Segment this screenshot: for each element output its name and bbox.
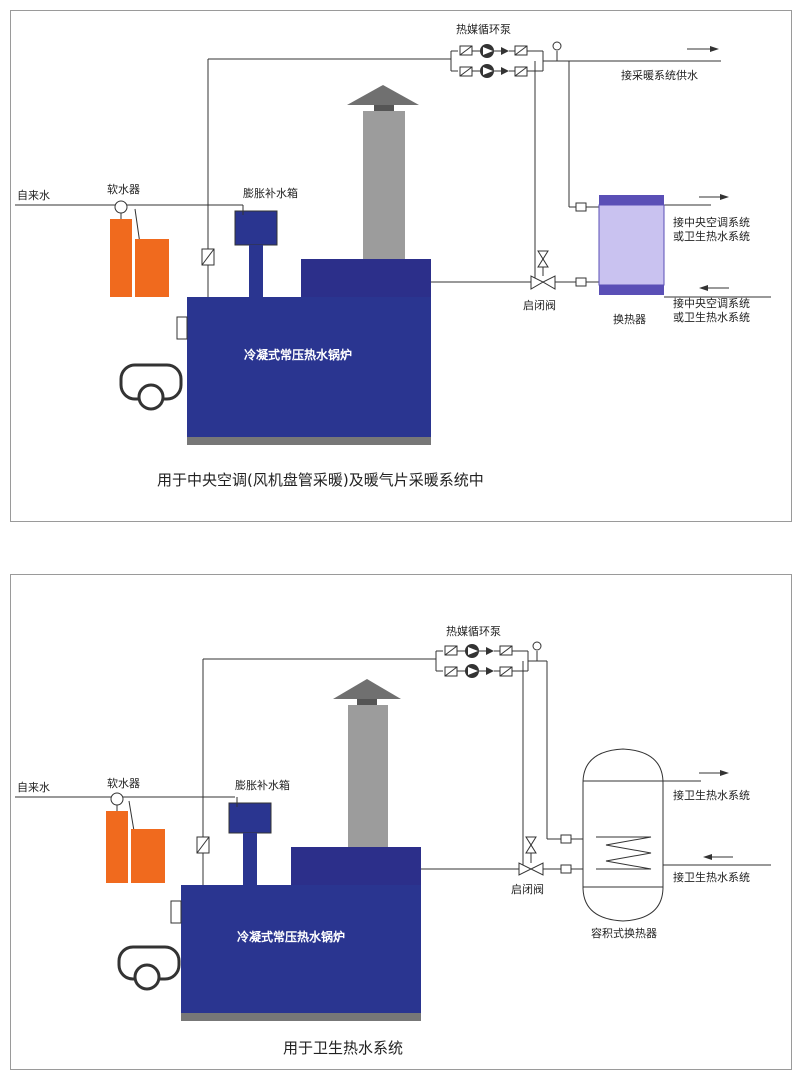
softener-label: 软水器 <box>107 182 140 196</box>
expansion-tank <box>228 797 272 885</box>
hx-out-label-1: 接中央空调系统 <box>673 215 750 229</box>
expansion-tank-label: 膨胀补水箱 <box>235 778 290 792</box>
diagram-panel-central-ac: 热媒循环泵 接采暖系统供水 自来水 软水器 膨胀补水箱 冷凝式常压热水锅炉 启闭… <box>10 10 792 522</box>
circulation-pumps <box>459 44 536 78</box>
hw-out-arrow <box>699 770 729 776</box>
diagram-panel-1-svg: 热媒循环泵 接采暖系统供水 自来水 软水器 膨胀补水箱 冷凝式常压热水锅炉 启闭… <box>15 23 771 489</box>
softener-resin-tank <box>110 219 132 297</box>
flow-switch-icon <box>196 836 210 854</box>
water-softener <box>106 792 165 883</box>
hx-label: 容积式换热器 <box>591 926 657 940</box>
expansion-tank <box>234 205 278 297</box>
expansion-tank-label: 膨胀补水箱 <box>243 186 298 200</box>
valve-label: 启闭阀 <box>511 882 544 896</box>
softener-label: 软水器 <box>107 776 140 790</box>
boiler <box>117 847 421 1021</box>
hw-in-label: 接卫生热水系统 <box>673 870 750 884</box>
pressure-gauge-icon <box>532 641 542 651</box>
hx-in-label-1: 接中央空调系统 <box>673 296 750 310</box>
burner-icon <box>117 945 181 991</box>
diagram-panel-hot-water: 热媒循环泵 自来水 软水器 膨胀补水箱 冷凝式常压热水锅炉 启闭阀 容积式换热器… <box>10 574 792 1070</box>
boiler <box>119 259 431 445</box>
hx-out-label-2: 或卫生热水系统 <box>673 229 750 243</box>
chimney <box>333 679 401 849</box>
valve-label: 启闭阀 <box>523 298 556 312</box>
softener-brine-tank <box>131 829 165 883</box>
hx-in-label-2: 或卫生热水系统 <box>673 310 750 324</box>
circulation-pumps <box>444 644 521 678</box>
supply-label: 接采暖系统供水 <box>621 68 698 82</box>
water-softener <box>110 200 169 297</box>
hx-out-arrow <box>699 194 729 200</box>
chimney <box>347 85 419 261</box>
hw-out-label: 接卫生热水系统 <box>673 788 750 802</box>
boiler-label: 冷凝式常压热水锅炉 <box>237 929 345 944</box>
diagram-caption: 用于卫生热水系统 <box>283 1039 403 1057</box>
pump-label: 热媒循环泵 <box>456 23 511 36</box>
plate-heat-exchanger <box>598 195 665 295</box>
hx-label: 换热器 <box>613 312 646 326</box>
hw-in-arrow <box>703 854 733 860</box>
softener-resin-tank <box>106 811 128 883</box>
softener-brine-tank <box>135 239 169 297</box>
supply-arrow <box>687 46 719 52</box>
shutoff-valve-icon <box>518 834 572 876</box>
tap-water-label: 自来水 <box>17 781 50 794</box>
tap-water-label: 自来水 <box>17 189 50 202</box>
hx-in-arrow <box>699 285 729 291</box>
diagram-panel-2-svg: 热媒循环泵 自来水 软水器 膨胀补水箱 冷凝式常压热水锅炉 启闭阀 容积式换热器… <box>15 625 771 1057</box>
boiler-label: 冷凝式常压热水锅炉 <box>244 347 352 362</box>
shutoff-valve-icon <box>530 202 587 290</box>
burner-icon <box>119 363 183 411</box>
flow-switch-icon <box>201 248 215 266</box>
volumetric-heat-exchanger <box>582 748 664 922</box>
pump-label: 热媒循环泵 <box>446 625 501 638</box>
pressure-gauge-icon <box>552 41 562 51</box>
diagram-caption: 用于中央空调(风机盘管采暖)及暖气片采暖系统中 <box>157 471 484 489</box>
